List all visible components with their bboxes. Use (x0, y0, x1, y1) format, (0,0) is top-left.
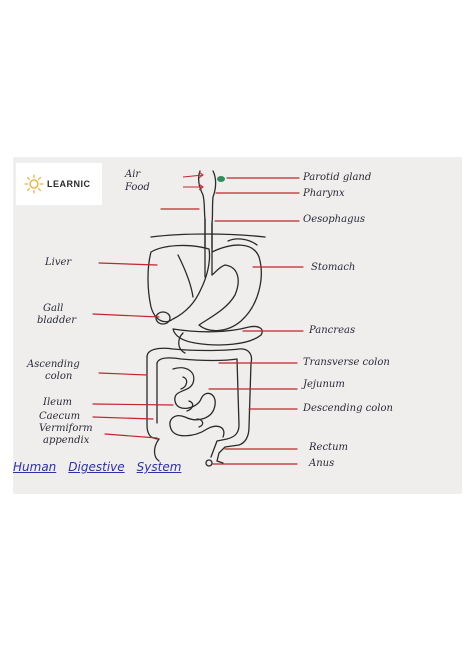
title-word-1: Human (13, 460, 57, 474)
pointer-gall-bladder (92, 313, 160, 318)
diaphragm-line (150, 233, 266, 238)
stomach-outline (198, 244, 262, 332)
diagram-sheet: LEARNIC (13, 157, 462, 494)
pointer-liver (98, 262, 158, 266)
label-parotid-gland: Parotid gland (303, 172, 372, 183)
label-ascending-colon-line2: colon (45, 371, 73, 382)
label-rectum: Rectum (309, 442, 348, 453)
label-anus: Anus (309, 458, 335, 469)
small-intestine-outline (169, 367, 225, 438)
label-food: Food (125, 182, 150, 193)
oesophagus-outline (211, 170, 217, 250)
label-liver: Liver (45, 257, 72, 268)
liver-outline (147, 244, 211, 323)
duodenum-outline (178, 332, 186, 354)
label-gall-bladder-line1: Gall (43, 303, 64, 314)
brand-logo: LEARNIC (16, 163, 102, 205)
label-transverse-colon: Transverse colon (303, 357, 390, 368)
pharynx-outline (197, 170, 206, 248)
label-pharynx: Pharynx (303, 188, 345, 199)
brand-name: LEARNIC (47, 179, 91, 189)
digestive-tract-drawing (92, 170, 304, 467)
label-jejunum: Jejunum (303, 379, 345, 390)
label-gall-bladder-line2: bladder (37, 315, 77, 326)
parotid-gland-mark (217, 176, 225, 182)
label-stomach: Stomach (311, 262, 356, 273)
title-word-2: Digestive (68, 460, 125, 474)
gall-bladder-outline (155, 311, 171, 325)
label-caecum: Caecum (39, 411, 81, 422)
pointer-vermiform-appendix (104, 433, 158, 439)
sun-icon (24, 174, 44, 194)
air-arrow-icon (182, 171, 204, 179)
pointer-ascending-colon (98, 372, 148, 376)
label-air: Air (125, 169, 141, 180)
title-word-3: System (136, 460, 182, 474)
label-vermiform-appendix-line1: Vermiform (39, 423, 93, 434)
food-arrow-icon (183, 183, 204, 191)
label-ileum: Ileum (43, 397, 72, 408)
pancreas-outline (172, 325, 263, 346)
label-vermiform-appendix-line2: appendix (43, 435, 90, 446)
label-pancreas: Pancreas (309, 325, 356, 336)
label-descending-colon: Descending colon (303, 403, 393, 414)
pointer-ileum (92, 403, 174, 406)
large-intestine-outline (146, 347, 253, 464)
label-ascending-colon-line1: Ascending (27, 359, 80, 370)
diagram-title: Human Digestive System (13, 460, 193, 474)
label-oesophagus: Oesophagus (303, 214, 366, 225)
pointer-caecum (92, 416, 154, 420)
